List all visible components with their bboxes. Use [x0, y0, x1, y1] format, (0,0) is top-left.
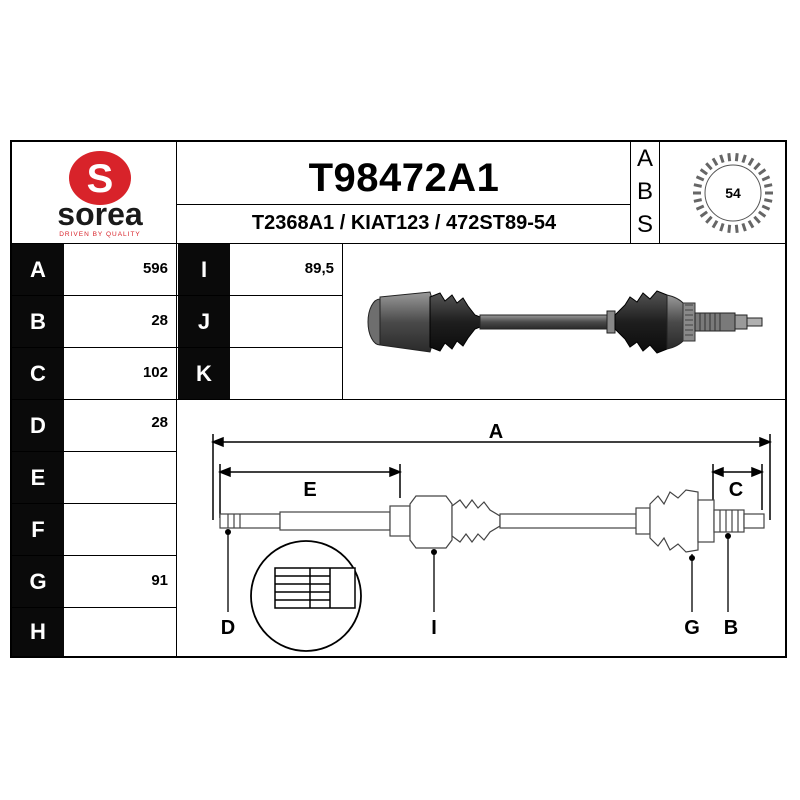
spec-value-f	[64, 504, 176, 555]
spec-value-e	[64, 452, 176, 503]
dim-label-e: E	[303, 479, 316, 501]
spec-key-h: H	[12, 608, 64, 656]
dim-label-c: C	[729, 479, 743, 501]
logo-badge	[69, 151, 131, 205]
logo-letter: S	[87, 157, 114, 201]
dim-label-a: A	[489, 421, 503, 443]
dim-label-d: D	[221, 617, 235, 639]
gear-tooth	[761, 204, 771, 211]
spec-key-f: F	[12, 504, 64, 555]
gear-tooth	[761, 175, 771, 182]
gear-tooth	[753, 215, 761, 224]
divider	[176, 204, 630, 205]
gear-tooth	[695, 175, 705, 182]
gear-tooth	[758, 210, 767, 218]
abs-teeth-count: 54	[725, 185, 741, 201]
gear-tooth	[699, 168, 708, 176]
spec-key-c: C	[12, 348, 64, 399]
spec-value-j	[230, 296, 342, 347]
gear-tooth	[719, 222, 725, 232]
divider	[177, 347, 343, 348]
sorea-logo: S sorea DRIVEN BY QUALITY	[30, 148, 170, 238]
dim-label-b: B	[724, 617, 738, 639]
gear-tooth	[719, 154, 725, 164]
gear-tooth	[747, 157, 755, 167]
spec-value-g: 91	[151, 572, 168, 589]
dim-label-i: I	[431, 617, 437, 639]
part-number-title: T98472A1	[308, 155, 500, 200]
spec-key-d: D	[12, 400, 64, 451]
logo-tagline: DRIVEN BY QUALITY	[59, 231, 141, 238]
logo-wordmark: sorea	[57, 196, 143, 232]
gear-tooth	[695, 204, 705, 211]
gear-tooth	[699, 210, 708, 218]
spec-key-j: J	[178, 296, 230, 347]
spec-key-i: I	[178, 244, 230, 295]
gear-tooth	[758, 168, 767, 176]
divider	[11, 399, 786, 400]
divider	[11, 451, 177, 452]
drive-shaft-photo	[345, 245, 785, 395]
gear-tooth	[741, 154, 747, 164]
divider	[342, 243, 343, 400]
gear-tooth	[747, 219, 755, 229]
abs-letter-b: B	[636, 177, 653, 205]
abs-letter-a: A	[636, 144, 653, 172]
gear-tooth	[753, 162, 761, 171]
abs-letter-s: S	[636, 211, 653, 239]
spec-value-c: 102	[142, 364, 168, 381]
spec-key-g: G	[12, 556, 64, 607]
divider	[11, 243, 786, 244]
spec-value-d: 28	[151, 414, 168, 431]
gear-tooth	[705, 215, 713, 224]
dimension-diagram: A E C D I G B	[180, 400, 785, 656]
spec-key-a: A	[12, 244, 64, 295]
spec-key-b: B	[12, 296, 64, 347]
gear-tooth	[727, 153, 732, 162]
divider	[11, 555, 177, 556]
gear-tooth	[734, 224, 739, 233]
abs-label: A B S	[631, 142, 659, 242]
gear-tooth	[693, 198, 703, 203]
divider	[11, 347, 177, 348]
part-cross-references: T2368A1 / KIAT123 / 472ST89-54	[251, 211, 557, 234]
gear-tooth	[711, 157, 719, 167]
spec-key-k: K	[178, 348, 230, 399]
spec-value-b: 28	[151, 312, 168, 329]
dim-label-g: G	[684, 617, 700, 639]
spec-value-k	[230, 348, 342, 399]
gear-tooth	[705, 162, 713, 171]
divider	[177, 295, 343, 296]
divider	[11, 607, 177, 608]
gear-tooth	[734, 153, 739, 162]
abs-ring-icon: 54	[690, 150, 776, 236]
gear-tooth	[693, 183, 703, 188]
divider	[659, 141, 660, 243]
gear-tooth	[727, 224, 732, 233]
gear-tooth	[763, 183, 773, 188]
gear-tooth	[711, 219, 719, 229]
spec-value-h	[64, 608, 176, 656]
spec-key-e: E	[12, 452, 64, 503]
gear-tooth	[763, 198, 773, 203]
divider	[11, 295, 177, 296]
gear-tooth	[741, 222, 747, 232]
divider	[630, 141, 631, 243]
spec-value-a: 596	[142, 260, 168, 277]
spec-value-i: 89,5	[304, 260, 334, 277]
divider	[11, 503, 177, 504]
